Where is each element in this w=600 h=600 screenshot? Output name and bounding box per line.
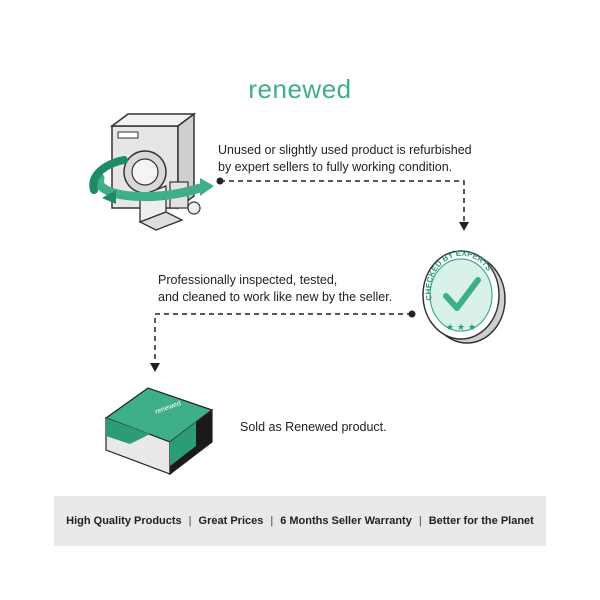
feature-separator: | (270, 515, 274, 527)
step-1-line-1: Unused or slightly used product is refur… (218, 143, 472, 157)
feature-planet: Better for the Planet (428, 515, 534, 527)
features-footer: High Quality Products | Great Prices | 6… (54, 496, 546, 546)
step-2-text: Professionally inspected, tested, and cl… (158, 272, 428, 306)
checked-by-experts-badge-icon: CHECKED BY EXPERTS ★ ★ ★ (422, 249, 506, 344)
step-1-text: Unused or slightly used product is refur… (218, 142, 508, 176)
step-3-text: Sold as Renewed product. (240, 419, 440, 436)
appliances-refurbish-icon (89, 112, 214, 231)
feature-separator: | (188, 515, 192, 527)
step-2-line-2: and cleaned to work like new by the sell… (158, 290, 393, 304)
feature-quality: High Quality Products (66, 515, 182, 527)
step-2-line-1: Professionally inspected, tested, (158, 273, 338, 287)
step-3-line-1: Sold as Renewed product. (240, 420, 387, 434)
feature-prices: Great Prices (198, 515, 264, 527)
feature-warranty: 6 Months Seller Warranty (280, 515, 412, 527)
brand-title: renewed (248, 74, 352, 104)
step-1-line-2: by expert sellers to fully working condi… (218, 160, 453, 174)
svg-text:★ ★ ★: ★ ★ ★ (446, 323, 476, 333)
renewed-box-icon: renewed (104, 387, 214, 476)
feature-separator: | (418, 515, 422, 527)
